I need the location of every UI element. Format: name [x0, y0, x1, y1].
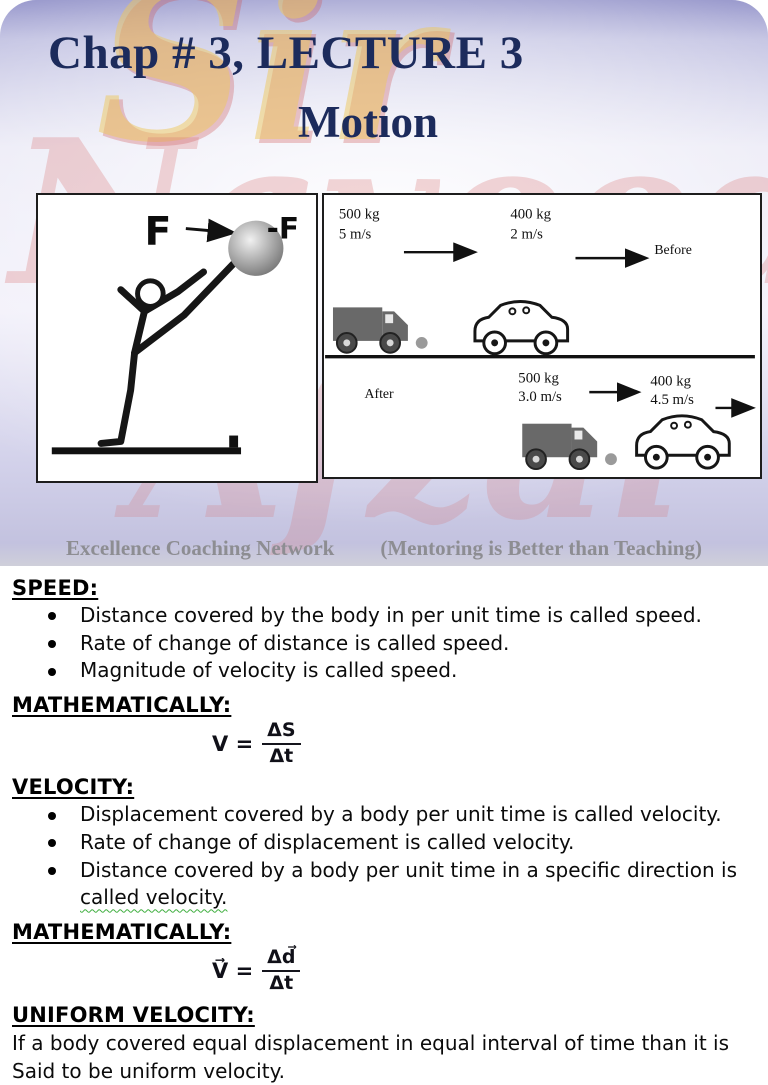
karate-figure-svg: F -F [51, 208, 299, 455]
bullet-item: Rate of change of displacement is called… [12, 829, 754, 857]
bullet-text: Magnitude of velocity is called speed. [80, 658, 458, 683]
velocity-bullet-list: Displacement covered by a body per unit … [12, 801, 754, 911]
header-banner: Sir Naveed Afzal Chap # 3, LECTURE 3 Mot… [0, 0, 768, 566]
lecture-notes: SPEED: Distance covered by the body in p… [0, 570, 768, 1085]
truck-after-speed: 3.0 m/s [518, 389, 562, 405]
fraction-numerator: ΔS [262, 719, 301, 745]
ground-block [229, 435, 239, 448]
before-label: Before [654, 242, 692, 257]
after-label: After [365, 386, 395, 401]
velocity-formula: V⃗ = Δd⃗ Δt [212, 946, 754, 995]
uniform-velocity-definition: If a body covered equal displacement in … [12, 1029, 754, 1085]
lecture-subtitle: Motion [298, 97, 438, 147]
car-after [635, 414, 731, 470]
bullet-item: Rate of change of distance is called spe… [12, 630, 754, 658]
truck-after [521, 422, 599, 471]
ball [228, 220, 284, 276]
speed-bullet-list: Distance covered by the body in per unit… [12, 602, 754, 685]
karate-man-illustration [97, 260, 237, 447]
mathematically-speed-heading: MATHEMATICALLY: [12, 692, 232, 717]
force-label: F [144, 208, 171, 254]
mathematically-velocity-heading: MATHEMATICALLY: [12, 919, 232, 944]
small-ball [605, 453, 617, 466]
bullet-text: Rate of change of displacement is called… [80, 830, 575, 855]
car-before [473, 299, 570, 356]
fraction-numerator: Δd⃗ [262, 946, 301, 972]
bullet-text-continuation: called velocity. [80, 885, 228, 910]
organization-name: Excellence Coaching Network [66, 536, 335, 560]
truck-after-mass: 500 kg [518, 370, 559, 386]
karate-action-reaction-figure: F -F [36, 193, 318, 483]
fraction-denominator: Δt [269, 744, 294, 767]
fraction: ΔS Δt [262, 719, 301, 768]
bullet-item: Distance covered by a body per unit time… [12, 857, 754, 912]
fraction: Δd⃗ Δt [262, 946, 301, 995]
speed-formula: V = ΔS Δt [212, 719, 754, 768]
formula-lhs: V⃗ = [212, 958, 254, 983]
bullet-item: Distance covered by the body in per unit… [12, 602, 754, 630]
definition-line: If a body covered equal displacement in … [12, 1030, 729, 1055]
car-before-speed: 2 m/s [510, 226, 543, 242]
collision-figure-svg: 500 kg 5 m/s 400 kg 2 m/s Before 500 kg … [325, 207, 756, 471]
lecture-title: Chap # 3, LECTURE 3 [48, 27, 524, 79]
bullet-text: Rate of change of distance is called spe… [80, 630, 510, 655]
car-after-mass: 400 kg [650, 373, 691, 389]
caption-strip: Excellence Coaching Network (Mentoring is… [0, 536, 768, 561]
bullet-text: Displacement covered by a body per unit … [80, 802, 722, 827]
bullet-item: Displacement covered by a body per unit … [12, 801, 754, 829]
bullet-text: Distance covered by a body per unit time… [80, 857, 737, 882]
ground-line [51, 447, 242, 455]
truck-before-speed: 5 m/s [339, 226, 372, 242]
bullet-text: Distance covered by the body in per unit… [80, 603, 702, 627]
truck-before-mass: 500 kg [339, 207, 380, 223]
velocity-heading: VELOCITY: [12, 775, 135, 800]
bullet-item: Magnitude of velocity is called speed. [12, 657, 754, 685]
uniform-velocity-heading: UNIFORM VELOCITY: [12, 1002, 255, 1027]
car-before-mass: 400 kg [510, 207, 551, 223]
force-arrow [185, 218, 238, 243]
karate-man-head [135, 278, 166, 309]
car-after-speed: 4.5 m/s [650, 392, 694, 408]
speed-heading: SPEED: [12, 576, 99, 600]
fraction-denominator: Δt [269, 971, 294, 994]
truck-before [331, 306, 409, 354]
definition-line: Said to be uniform velocity. [12, 1058, 285, 1083]
tagline: (Mentoring is Better than Teaching) [380, 536, 702, 560]
small-ball [415, 336, 428, 349]
reaction-force-label: -F [267, 211, 299, 245]
formula-lhs: V = [212, 731, 254, 756]
collision-before-after-figure: 500 kg 5 m/s 400 kg 2 m/s Before 500 kg … [322, 193, 762, 479]
